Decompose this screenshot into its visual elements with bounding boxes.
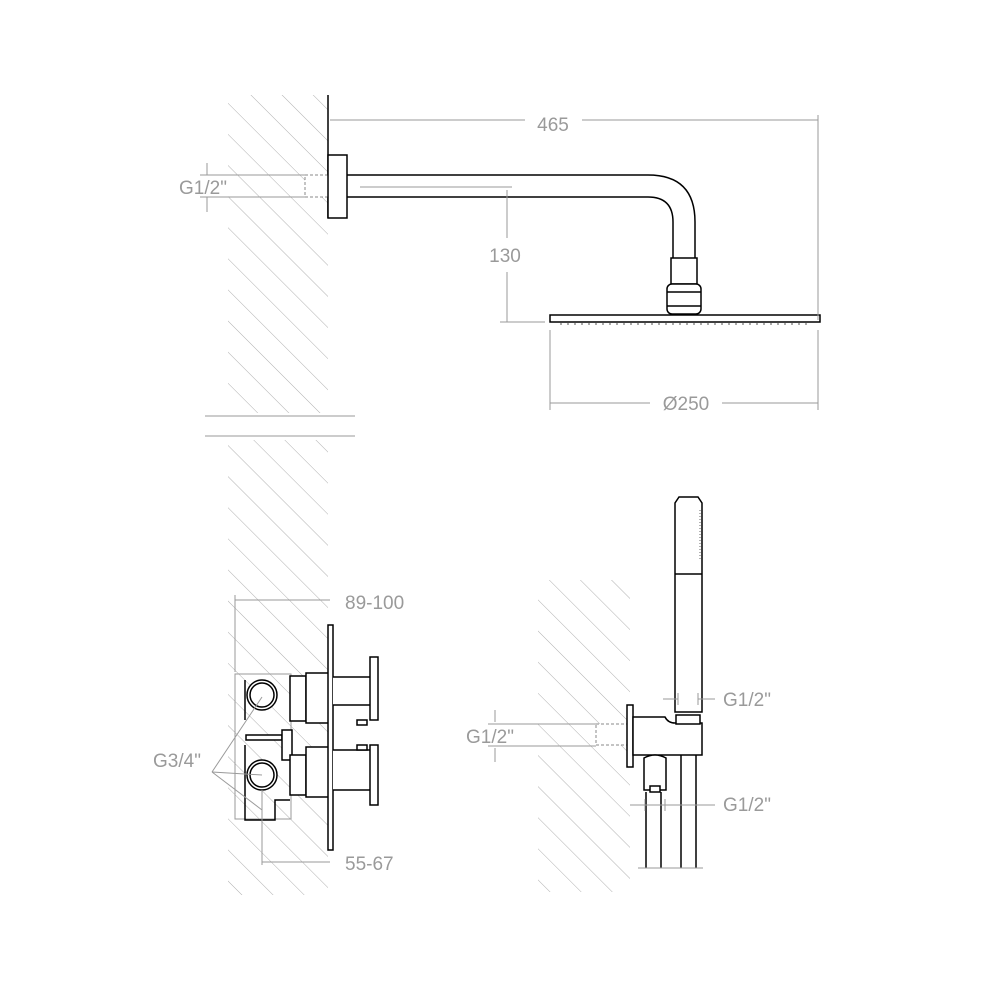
hose-thread-label: G1/2" [723, 795, 771, 816]
break-lines [205, 415, 355, 437]
head-diameter-label: Ø250 [663, 394, 709, 415]
dimension-drop-height: 130 [360, 186, 545, 323]
hand-shower [595, 496, 703, 869]
valve-inlet-thread-label: G3/4" [153, 751, 201, 772]
dimension-hose-thread: G1/2" [630, 795, 771, 816]
inlet-thread-label-top: G1/2" [179, 178, 227, 199]
depth-range-label: 89-100 [345, 593, 404, 614]
arm-length-label: 465 [537, 115, 569, 136]
drop-height-label: 130 [489, 246, 521, 267]
wall-section-top [228, 95, 329, 413]
dimension-inlet-thread-top: G1/2" [179, 163, 305, 212]
thermostatic-valve [234, 624, 379, 851]
dimension-wall-thread: G1/2" [466, 710, 596, 762]
outlet-range-label: 55-67 [345, 854, 394, 875]
dimension-handle-thread: G1/2" [663, 690, 771, 711]
dimension-arm-length: 465 [330, 115, 819, 320]
dimension-inlet-thread-valve: G3/4" [153, 696, 263, 811]
dimension-head-diameter: Ø250 [549, 330, 819, 415]
rain-shower-arm [304, 154, 702, 315]
handle-thread-label: G1/2" [723, 690, 771, 711]
wall-thread-label: G1/2" [466, 727, 514, 748]
rain-shower-head [549, 314, 821, 325]
dimension-outlet-range: 55-67 [261, 790, 394, 875]
wall-section-valve [228, 440, 328, 895]
dimension-depth-range: 89-100 [234, 593, 404, 672]
